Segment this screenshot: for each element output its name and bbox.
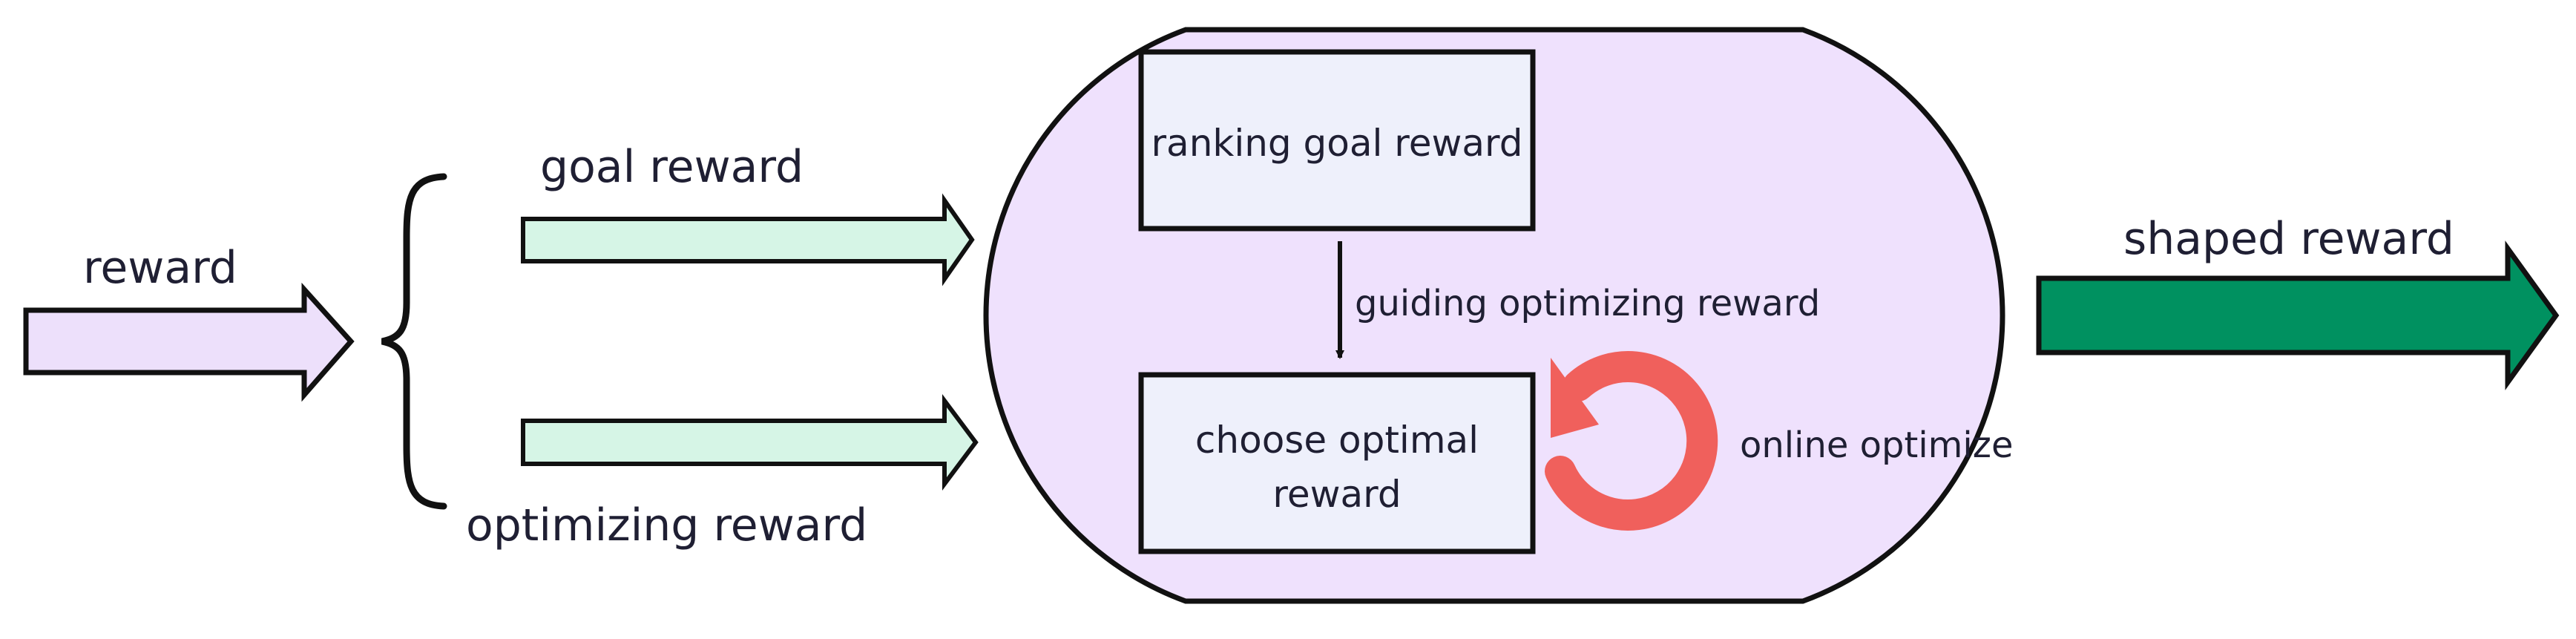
choose-optimal-reward-box	[1138, 372, 1536, 554]
split-brace	[381, 173, 447, 510]
goal-reward-label: goal reward	[540, 141, 804, 193]
online-optimize-label: online optimize	[1740, 425, 2013, 466]
shaped-reward-arrow	[2036, 240, 2560, 390]
guiding-label: guiding optimizing reward	[1355, 283, 1820, 324]
optimizing-reward-label: optimizing reward	[466, 499, 867, 551]
optimizing-reward-arrow	[521, 394, 979, 491]
choose-optimal-text-line1: choose optimal	[1195, 419, 1479, 462]
goal-reward-arrow	[521, 193, 975, 286]
input-label: reward	[83, 242, 237, 294]
ranking-goal-reward-box	[1138, 49, 1536, 232]
choose-optimal-text-line2: reward	[1272, 473, 1401, 516]
shaped-reward-label: shaped reward	[2123, 213, 2454, 265]
loop-icon	[1545, 351, 1718, 531]
ranking-goal-reward-text: ranking goal reward	[1151, 122, 1523, 165]
input-arrow	[23, 282, 355, 402]
